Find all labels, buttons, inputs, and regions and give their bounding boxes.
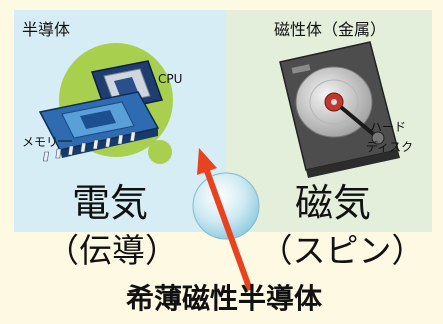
- conduction-label: （伝導）: [46, 231, 178, 270]
- red-arrow-head: [197, 148, 217, 175]
- cpu-label: CPU: [158, 72, 182, 86]
- hard-disk-edge: [306, 150, 400, 178]
- hard-disk-spindle-center: [331, 99, 337, 105]
- glass-sphere: [192, 172, 260, 240]
- hard-disk-label-line1: ハード: [370, 120, 406, 134]
- magnetic-title: 磁性体（金属）: [274, 20, 386, 39]
- hard-disk-platter-ring: [309, 79, 359, 125]
- hard-disk-arm: [340, 106, 380, 140]
- memory-chip-pins: [43, 131, 136, 162]
- hard-disk-arm-pivot: [371, 131, 385, 145]
- cpu-chip-core: [114, 77, 138, 96]
- spin-label: （スピン）: [260, 231, 425, 270]
- semiconductor-title: 半導体: [22, 20, 70, 39]
- memory-chip-core: [80, 110, 116, 129]
- magnetism-label: 磁気: [295, 181, 371, 225]
- electricity-label: 電気: [72, 181, 148, 225]
- memory-label: メモリ: [22, 135, 58, 149]
- hard-disk-label-line2: ディスク: [366, 139, 413, 154]
- red-arrow: [197, 148, 253, 292]
- cpu-memory-chip-icon: [38, 43, 173, 164]
- hard-disk-connector: [291, 64, 311, 74]
- hard-disk-icon: [279, 41, 400, 178]
- red-arrow-shaft: [204, 169, 253, 292]
- dilute-magnetic-semiconductor-label: 希薄磁性半導体: [126, 282, 323, 315]
- green-dot: [148, 140, 172, 164]
